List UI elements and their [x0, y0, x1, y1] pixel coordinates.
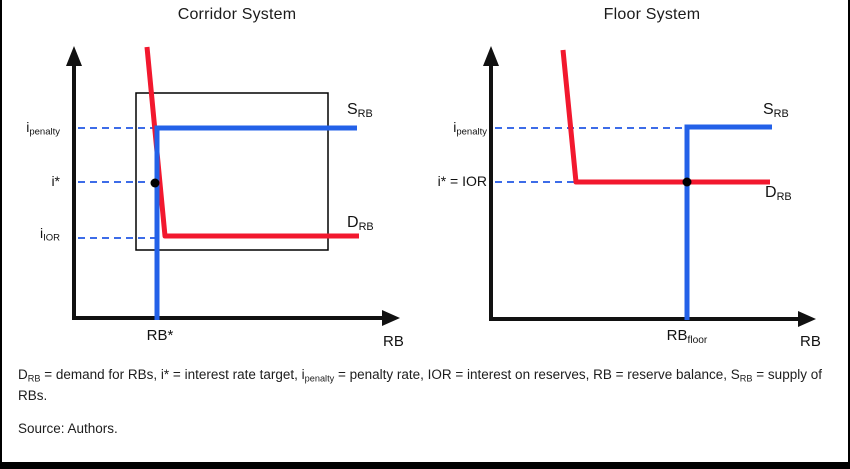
floor-panel-title: Floor System — [603, 6, 701, 23]
floor-demand-label: DRB — [765, 184, 792, 204]
floor-diagram — [483, 46, 816, 327]
highlight-box — [135, 92, 329, 251]
supply-curve — [684, 124, 772, 320]
demand-curve — [144, 46, 359, 239]
corridor-ipenalty-label: ipenalty — [26, 119, 60, 138]
corridor-x-axis-arrow-icon — [382, 310, 400, 326]
floor-y-axis-arrow-icon — [483, 46, 499, 66]
corridor-y-axis-arrow-icon — [66, 46, 82, 66]
floor-istar-ior-label: i* = IOR — [437, 173, 487, 189]
floor-x-axis-arrow-icon — [798, 311, 816, 327]
corridor-rbstar-label: RB* — [146, 327, 174, 344]
equilibrium-dot — [682, 177, 692, 187]
corridor-diagram — [66, 46, 400, 326]
corridor-x-axis-label: RB — [383, 333, 404, 350]
figure-bottom-rule — [2, 462, 848, 469]
equilibrium-dot — [150, 178, 160, 188]
corridor-demand-label: DRB — [347, 214, 374, 234]
corridor-supply-label: SRB — [347, 101, 373, 121]
corridor-panel-title: Corridor System — [177, 6, 297, 23]
corridor-istar-label: i* — [51, 173, 60, 189]
supply-curve — [154, 125, 357, 320]
demand-curve — [560, 49, 770, 185]
floor-supply-label: SRB — [763, 101, 789, 121]
corridor-iior-label: iIOR — [39, 225, 60, 244]
figure-caption: DRB = demand for RBs, i* = interest rate… — [18, 367, 822, 404]
floor-rbfloor-label: RBfloor — [666, 327, 708, 346]
source-note: Source: Authors. — [18, 421, 118, 436]
floor-x-axis-label: RB — [800, 333, 821, 350]
floor-ipenalty-label: ipenalty — [453, 119, 487, 138]
